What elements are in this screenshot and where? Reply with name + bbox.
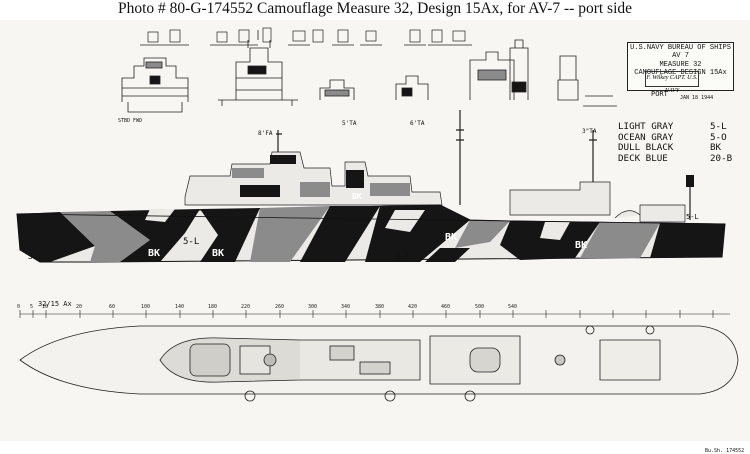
detail-label: 8'FA [258, 130, 273, 137]
frame-number: 300 [308, 304, 318, 310]
stamp-line-3: MEASURE 32 [659, 60, 702, 69]
legend-color-name: OCEAN GRAY [618, 131, 674, 143]
hull-label: 5-L [686, 213, 699, 221]
legend-color-name: DULL BLACK [618, 142, 674, 154]
hull-label: 5-L [183, 237, 200, 247]
signature-subtext: CAPT. U.S. NAVY [664, 75, 698, 94]
top-detail-sketches [140, 27, 472, 46]
frame-number: 10 [42, 304, 49, 310]
stamp-line-2: AV 7 [672, 52, 689, 61]
legend-color-name: LIGHT GRAY [618, 121, 674, 132]
frame-number: 180 [208, 304, 218, 310]
ship-drawing [16, 27, 739, 402]
detail-label: 6'TA [410, 120, 425, 127]
frame-number: 100 [141, 304, 151, 310]
hull-label: BK [352, 192, 362, 201]
frame-number: 500 [475, 304, 485, 310]
detail-label: STBD FWD [118, 118, 143, 124]
bureau-stamp: U.S.NAVY BUREAU OF SHIPS AV 7 MEASURE 32… [627, 42, 734, 91]
legend-row: DECK BLUE 20-B [618, 152, 733, 165]
legend-color-name: DECK BLUE [618, 152, 668, 164]
stamp-line-1: U.S.NAVY BUREAU OF SHIPS [630, 44, 731, 52]
sheet-note: Bu.Sh. 174552 [705, 448, 745, 454]
stamp-line-4: CAMOUFLAGE DESIGN 15Ax [634, 69, 727, 78]
legend-row: OCEAN GRAY 5-O [618, 131, 732, 144]
frame-number: 540 [508, 304, 518, 310]
frame-number: 260 [275, 304, 285, 310]
scheme-number: 32/15 Ax [38, 300, 72, 308]
frame-number: 0 [17, 304, 21, 310]
deck-plan [19, 325, 739, 402]
photo-caption: Photo # 80-G-174552 Camouflage Measure 3… [117, 0, 633, 17]
hull-label: 5-L [395, 252, 412, 262]
legend-color-code: 5-L [710, 121, 727, 132]
sheet-date: JAN 18 1944 [680, 95, 714, 101]
approval-signature: F. Wilkey CAPT. U.S. NAVY [645, 71, 699, 94]
hull-label: BK [148, 248, 161, 259]
frame-number: 340 [341, 304, 351, 310]
hull-label: 5-L [28, 252, 43, 261]
frame-number: 220 [241, 304, 251, 310]
hull-label: BK [212, 248, 225, 259]
hull-label: BK [445, 232, 458, 243]
frame-number: 60 [109, 304, 116, 310]
frame-number: 20 [76, 304, 83, 310]
legend-color-code: 5-O [710, 131, 727, 143]
blueprint-sheet: U.S.NAVY BUREAU OF SHIPS AV 7 MEASURE 32… [0, 20, 750, 454]
frame-number: 140 [175, 304, 185, 310]
legend-color-code: 20-B [710, 152, 733, 164]
frame-number: 420 [408, 304, 418, 310]
hull-profile [16, 110, 726, 263]
bridge-elevation-detail [121, 30, 298, 113]
deck-detail-elevations [319, 39, 617, 107]
frame-number: 5 [30, 304, 34, 310]
color-legend: LIGHT GRAY 5-L OCEAN GRAY 5-O DULL BLACK BK… [618, 121, 733, 165]
view-label: PORT [651, 90, 668, 98]
frame-number: 380 [375, 304, 385, 310]
frame-ruler [19, 310, 730, 318]
signature-text: F. Wilkey [646, 75, 669, 81]
frame-number: 460 [441, 304, 451, 310]
legend-row: LIGHT GRAY 5-L [618, 121, 732, 133]
detail-label: 3"TA [582, 128, 597, 135]
hull-label: BK [575, 240, 588, 251]
legend-row: DULL BLACK BK [618, 143, 732, 154]
detail-label: 5'TA [342, 120, 357, 127]
legend-color-code: BK [710, 142, 722, 154]
